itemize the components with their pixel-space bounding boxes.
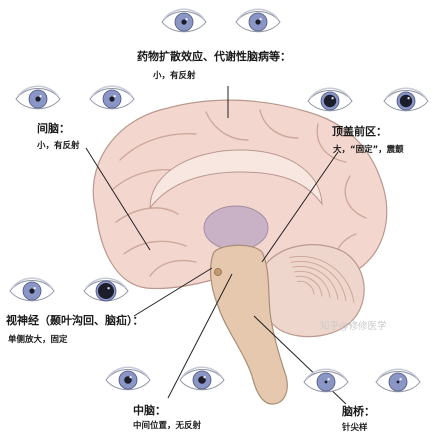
pons-eye-right-highlight (399, 378, 402, 381)
midbrain-eye-left-lid-shadow (107, 366, 149, 378)
drug-effect-title: 药物扩散效应、代谢性脑病等： (137, 50, 291, 63)
pons-eye-left-highlight (327, 378, 330, 381)
watermark: 知乎@修修医学 (320, 321, 387, 332)
diencephalon-eye-left-pupil (35, 96, 41, 102)
drug-eye-left (161, 8, 207, 33)
midbrain-title: 中脑： (133, 404, 166, 417)
pretectal-eye-right (383, 87, 429, 112)
pretectal-eye-left (307, 87, 353, 112)
gyrus-fold-2 (115, 207, 179, 223)
pretectal-desc: 大，“固定”，震颤 (333, 145, 404, 155)
midbrain-eye-right-lid-shadow (181, 366, 223, 378)
pons-eye-right-lid-shadow (377, 368, 419, 380)
pretectal-title: 顶盖前区： (332, 125, 387, 138)
optic-nerve-eye-left-lid-shadow (11, 277, 53, 289)
midbrain-eye-left (105, 366, 151, 391)
midbrain-desc: 中间位置，无反射 (133, 421, 202, 431)
pretectal-eye-left-pupil (323, 94, 337, 108)
cerebellum-folia-0 (297, 280, 315, 295)
midbrain-eye-right (179, 366, 225, 391)
diencephalon-eye-left-lid-shadow (17, 85, 59, 97)
drug-eye-right (235, 8, 281, 33)
pons-eye-right-pupil (396, 380, 400, 384)
drug-effect-desc: 小，有反射 (153, 71, 196, 81)
brain-illustration (92, 99, 388, 405)
thalamus (203, 205, 269, 251)
gyrus-fold-6 (316, 123, 347, 163)
optic-nerve-eye-left (9, 277, 55, 302)
optic-nerve-desc: 单侧放大，固定 (8, 335, 68, 345)
drug-eye-right-pupil (255, 19, 261, 25)
diencephalon-eye-right-lid-shadow (91, 85, 133, 97)
pretectal-pointer (261, 151, 339, 263)
cerebellum-folia-5 (289, 255, 355, 303)
gyrus-fold-3 (123, 240, 187, 255)
diencephalon-eye-right-pupil (109, 96, 115, 102)
optic-nerve-pointer (133, 267, 213, 317)
drug-eye-left-highlight (185, 18, 188, 21)
cerebellum-folia-1 (295, 275, 323, 297)
optic-nerve-eye-right-highlight (107, 287, 110, 290)
midbrain-pointer (167, 273, 233, 399)
drug-eye-right-highlight (259, 18, 262, 21)
diencephalon-eye-left (15, 85, 61, 110)
optic-nerve-eye-left-highlight (33, 287, 36, 290)
diencephalon-eye-left-highlight (39, 95, 42, 98)
pons-eye-left-lid-shadow (305, 368, 347, 380)
optic-nerve-eye-left-pupil (29, 288, 35, 294)
drug-eye-right-lid-shadow (237, 8, 279, 20)
cerebellum-folia-3 (292, 265, 339, 300)
pretectal-eye-right-highlight (407, 97, 410, 100)
pons-desc: 针尖样 (342, 423, 368, 433)
diencephalon-eye-right (89, 85, 135, 110)
eye-illustrations (9, 8, 429, 393)
diencephalon-title: 间脑： (37, 122, 70, 135)
gyrus-fold-4 (205, 111, 249, 141)
pons-eye-left-pupil (324, 380, 328, 384)
pineal-marker (214, 268, 222, 276)
pons-eye-right (375, 368, 421, 393)
diencephalon-eye-right-highlight (113, 95, 116, 98)
pretectal-eye-right-lid-shadow (385, 87, 427, 99)
drug-eye-left-pupil (181, 19, 187, 25)
gyrus-fold-7 (344, 175, 367, 219)
pretectal-eye-left-lid-shadow (309, 87, 351, 99)
gyrus-fold-0 (119, 133, 197, 161)
corpus-callosum (149, 149, 323, 210)
pons-eye-left (303, 368, 349, 393)
pretectal-eye-left-highlight (331, 97, 334, 100)
optic-nerve-eye-right (83, 277, 129, 302)
diencephalon-desc: 小，有反射 (37, 141, 80, 151)
optic-nerve-title: 视神经（颞叶沟回、脑疝）： (6, 314, 144, 327)
pons-title: 脑桥： (342, 405, 375, 418)
gyrus-fold-5 (259, 109, 299, 139)
drug-eye-left-lid-shadow (163, 8, 205, 20)
optic-nerve-eye-right-pupil (98, 283, 114, 299)
midbrain-eye-left-highlight (129, 376, 132, 379)
cerebellum-folia-2 (293, 270, 331, 299)
optic-nerve-eye-right-lid-shadow (85, 277, 127, 289)
midbrain-eye-right-highlight (203, 376, 206, 379)
diencephalon-pointer (85, 147, 151, 251)
pretectal-eye-right-pupil (399, 94, 413, 108)
gyrus-fold-9 (149, 259, 197, 277)
cerebellum-folia-4 (290, 260, 347, 302)
